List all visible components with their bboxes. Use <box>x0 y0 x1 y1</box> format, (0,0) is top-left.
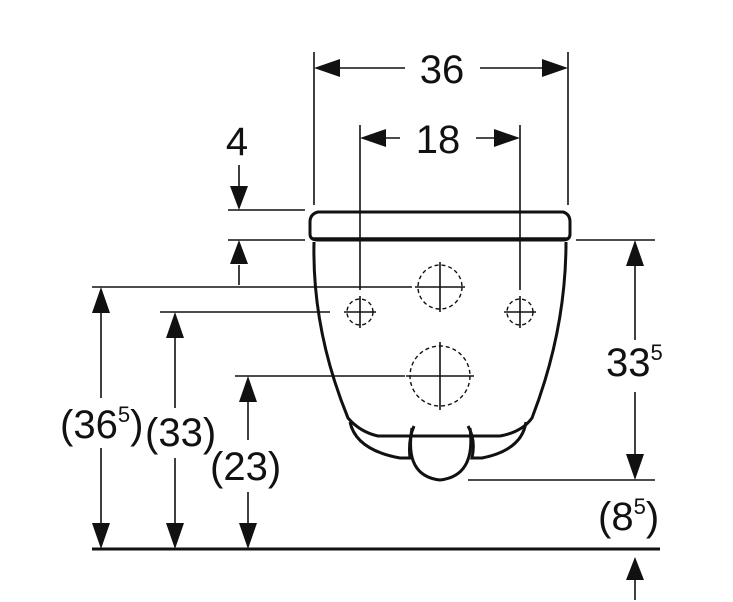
dim-36-5-main: (36 <box>60 403 118 447</box>
toilet-seat <box>308 210 572 242</box>
dim-8-5-sup: 5 <box>634 494 646 519</box>
dim-8-5-main: (8 <box>598 495 634 539</box>
dim-36-5-close: ) <box>130 403 143 447</box>
dim-8-5-outlet: (85) <box>598 494 659 539</box>
dim-36-5-sup: 5 <box>118 402 130 427</box>
dim-36-5-height: (365) <box>60 402 143 447</box>
extension-lines <box>92 52 655 481</box>
dim-33-height: (33) <box>145 411 216 455</box>
dim-18-spacing: 18 <box>416 118 461 162</box>
dim-4-seat: 4 <box>226 120 248 164</box>
dimension-lines <box>92 59 644 600</box>
dim-8-5-close: ) <box>646 495 659 539</box>
dim-36-width: 36 <box>420 48 465 92</box>
holes <box>344 262 536 410</box>
toilet-bowl <box>312 241 568 438</box>
dim-33-5-height: 335 <box>606 340 663 385</box>
toilet-outlet <box>348 421 528 460</box>
dim-33-5-sup: 5 <box>651 340 663 365</box>
dim-33-5-main: 33 <box>606 341 651 385</box>
dim-23-height: (23) <box>210 445 281 489</box>
toilet-outline <box>308 210 572 482</box>
